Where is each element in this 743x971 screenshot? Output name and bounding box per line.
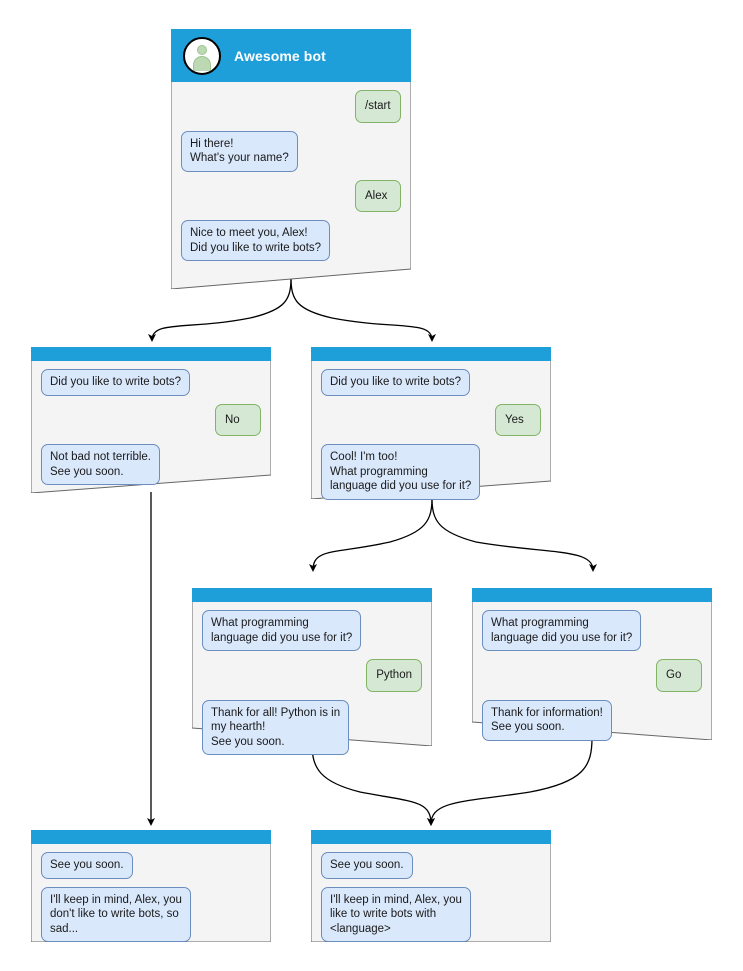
node-header [192, 588, 432, 602]
user-bubble[interactable]: Alex [355, 179, 401, 212]
message-row: Alex [181, 179, 401, 212]
message-row: Thank for information! See you soon. [482, 699, 702, 741]
bot-bubble[interactable]: Cool! I'm too! What programming language… [321, 444, 481, 500]
chat-body-end-happy: See you soon. I'll keep in mind, Alex, y… [311, 844, 551, 956]
chat-body-end-sad: See you soon. I'll keep in mind, Alex, y… [31, 844, 271, 956]
bot-bubble[interactable]: I'll keep in mind, Alex, you like to wri… [321, 886, 471, 942]
chat-node-yes-branch[interactable]: Did you like to write bots? Yes Cool! I'… [311, 347, 551, 500]
chat-body-yes-branch: Did you like to write bots? Yes Cool! I'… [311, 361, 551, 514]
chat-node-go-branch[interactable]: What programming language did you use fo… [472, 588, 712, 741]
bot-bubble[interactable]: Did you like to write bots? [41, 369, 191, 396]
user-bubble[interactable]: No [215, 403, 261, 436]
message-row: Nice to meet you, Alex! Did you like to … [181, 220, 401, 261]
chat-node-end-sad[interactable]: See you soon. I'll keep in mind, Alex, y… [31, 830, 271, 942]
message-row: No [41, 403, 261, 436]
bot-bubble[interactable]: Thank for information! See you soon. [482, 699, 612, 741]
chat-node-start[interactable]: Awesome bot /start Hi there! What's your… [171, 29, 411, 289]
message-row: Not bad not terrible. See you soon. [41, 444, 261, 485]
bot-title: Awesome bot [234, 47, 326, 64]
bot-bubble[interactable]: What programming language did you use fo… [202, 610, 362, 651]
user-bubble[interactable]: Python [366, 659, 422, 692]
chat-body-go-branch: What programming language did you use fo… [472, 602, 712, 755]
message-row: I'll keep in mind, Alex, you like to wri… [321, 886, 541, 942]
message-row: Go [482, 659, 702, 692]
node-header [31, 347, 271, 361]
node-header [31, 830, 271, 844]
node-header-start: Awesome bot [171, 29, 411, 82]
message-row: See you soon. [41, 852, 261, 879]
person-avatar-icon [183, 36, 221, 75]
message-row: Thank for all! Python is in my hearth! S… [202, 699, 422, 755]
bot-bubble[interactable]: See you soon. [41, 852, 133, 879]
node-header [472, 588, 712, 602]
node-header [311, 347, 551, 361]
chat-body-start: /start Hi there! What's your name? Alex … [171, 82, 411, 275]
message-row: Did you like to write bots? [321, 369, 541, 396]
bot-bubble[interactable]: Thank for all! Python is in my hearth! S… [202, 699, 350, 755]
message-row: Yes [321, 403, 541, 436]
bot-bubble[interactable]: I'll keep in mind, Alex, you don't like … [41, 886, 191, 942]
chat-node-python-branch[interactable]: What programming language did you use fo… [192, 588, 432, 755]
message-row: Python [202, 659, 422, 692]
bot-bubble[interactable]: Not bad not terrible. See you soon. [41, 444, 161, 485]
user-bubble[interactable]: Yes [495, 403, 541, 436]
user-bubble[interactable]: Go [656, 659, 702, 692]
message-row: What programming language did you use fo… [202, 610, 422, 651]
message-row: Did you like to write bots? [41, 369, 261, 396]
bot-bubble[interactable]: See you soon. [321, 852, 413, 879]
message-row: See you soon. [321, 852, 541, 879]
bot-bubble[interactable]: Nice to meet you, Alex! Did you like to … [181, 220, 331, 261]
chat-node-end-happy[interactable]: See you soon. I'll keep in mind, Alex, y… [311, 830, 551, 942]
bot-bubble[interactable]: Hi there! What's your name? [181, 130, 298, 172]
chat-body-python-branch: What programming language did you use fo… [192, 602, 432, 769]
chat-node-no-branch[interactable]: Did you like to write bots? No Not bad n… [31, 347, 271, 493]
message-row: Hi there! What's your name? [181, 130, 401, 172]
bot-bubble[interactable]: What programming language did you use fo… [482, 610, 642, 651]
message-row: Cool! I'm too! What programming language… [321, 444, 541, 500]
node-header [311, 830, 551, 844]
bot-bubble[interactable]: Did you like to write bots? [321, 369, 471, 396]
message-row: /start [181, 90, 401, 123]
user-bubble[interactable]: /start [355, 90, 401, 123]
message-row: What programming language did you use fo… [482, 610, 702, 651]
chat-body-no-branch: Did you like to write bots? No Not bad n… [31, 361, 271, 499]
message-row: I'll keep in mind, Alex, you don't like … [41, 886, 261, 942]
